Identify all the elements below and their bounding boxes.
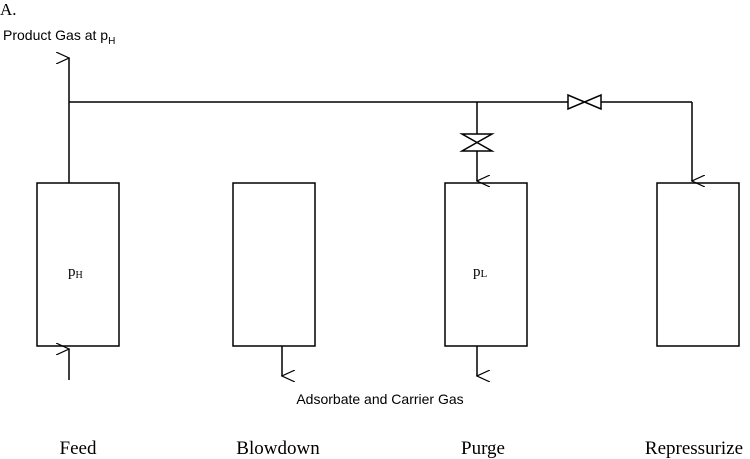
valve-repressurize [567,93,602,111]
exhaust-label: Adsorbate and Carrier Gas [296,391,463,407]
panel-label: A. [0,0,17,19]
step-label-repressurize: Repressurize [645,438,743,459]
pressure-high-label: pH [68,264,83,281]
valve-purge [459,133,495,152]
step-label-purge: Purge [461,438,505,459]
pressure-low-label: pL [473,264,488,280]
column-purge [444,182,528,347]
step-label-feed: Feed [60,438,97,459]
step-label-blowdown: Blowdown [236,438,320,459]
column-repressurize [656,182,740,347]
product-gas-label: Product Gas at pH [3,27,115,47]
column-blowdown [232,182,316,347]
column-feed [36,182,120,347]
